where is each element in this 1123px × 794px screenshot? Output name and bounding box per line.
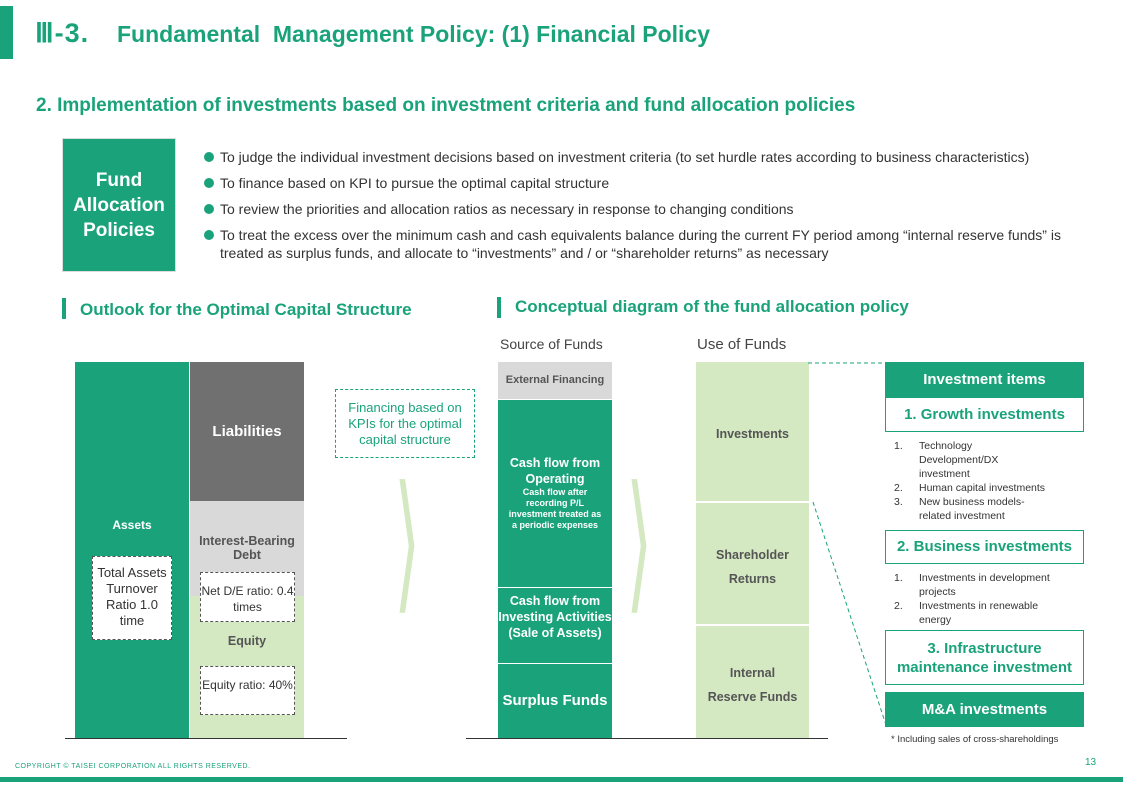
list-item: 3. New business models-related investment bbox=[894, 495, 1069, 523]
investment-items-label: Investment items bbox=[923, 371, 1046, 388]
external-financing-block: External Financing bbox=[498, 362, 612, 399]
operating-cashflow-title: Cash flow from Operating bbox=[509, 456, 601, 486]
ma-investments-label: M&A investments bbox=[921, 701, 1048, 718]
liabilities-label: Liabilities bbox=[212, 423, 282, 440]
policy-bullet: To treat the excess over the minimum cas… bbox=[204, 226, 1104, 262]
list-item: 1. Technology Development/DX investment bbox=[894, 439, 1069, 481]
page-title: Fundamental Management Policy: (1) Finan… bbox=[117, 21, 711, 47]
capital-heading-bar bbox=[62, 298, 66, 319]
fund-allocation-box: Fund Allocation Policies bbox=[62, 138, 176, 272]
source-of-funds-label: Source of Funds bbox=[500, 336, 603, 352]
equity-ratio-text: Equity ratio: 40% bbox=[202, 678, 293, 692]
chevron-right-icon: ⟩ bbox=[394, 455, 421, 629]
assets-column: Assets bbox=[75, 362, 189, 738]
list-item-number: 2. bbox=[894, 600, 903, 612]
equity-ratio-note: Equity ratio: 40% bbox=[200, 666, 295, 715]
fund-diagram-heading: Conceptual diagram of the fund allocatio… bbox=[515, 297, 909, 316]
shareholder-returns-block: Shareholder Returns bbox=[696, 502, 809, 624]
list-item: 2. Human capital investments bbox=[894, 481, 1069, 495]
investing-cashflow-block: Cash flow from Investing Activities (Sal… bbox=[498, 588, 612, 663]
turnover-note: Total Assets Turnover Ratio 1.0 time bbox=[92, 556, 172, 640]
investments-label: Investments bbox=[716, 427, 789, 441]
list-item: 1. Investments in development projects bbox=[894, 571, 1069, 599]
equity-label: Equity bbox=[227, 634, 267, 648]
assets-label: Assets bbox=[112, 518, 152, 532]
connector-lines bbox=[808, 362, 887, 726]
section-number: Ⅲ-3. bbox=[35, 18, 90, 48]
list-item-number: 3. bbox=[894, 496, 903, 508]
policy-bullet-list: To judge the individual investment decis… bbox=[204, 148, 1104, 270]
surplus-funds-block: Surplus Funds bbox=[498, 664, 612, 738]
internal-reserve-block: Internal Reserve Funds bbox=[696, 625, 809, 738]
infrastructure-investment-box: 3. Infrastructure maintenance investment bbox=[885, 630, 1084, 685]
growth-investments-list: 1. Technology Development/DX investment 2… bbox=[894, 439, 1069, 523]
growth-investments-box: 1. Growth investments bbox=[885, 397, 1084, 432]
fund-baseline bbox=[466, 738, 828, 739]
list-item-number: 1. bbox=[894, 440, 903, 452]
header-accent-bar bbox=[0, 6, 13, 59]
capital-structure-heading: Outlook for the Optimal Capital Structur… bbox=[80, 300, 412, 319]
footer-line bbox=[0, 777, 1123, 782]
list-item-text: New business models-related investment bbox=[919, 496, 1025, 522]
list-item-text: Technology Development/DX investment bbox=[919, 440, 999, 480]
investing-cashflow-label: Cash flow from Investing Activities (Sal… bbox=[498, 594, 612, 640]
de-ratio-text: Net D/E ratio: 0.4 times bbox=[201, 584, 294, 614]
policy-bullet: To finance based on KPI to pursue the op… bbox=[204, 174, 1104, 192]
business-investments-list: 1. Investments in development projects 2.… bbox=[894, 571, 1069, 627]
turnover-note-text: Total Assets Turnover Ratio 1.0 time bbox=[97, 565, 167, 628]
liabilities-block: Liabilities bbox=[190, 362, 304, 501]
business-investments-box: 2. Business investments bbox=[885, 530, 1084, 564]
policy-bullet: To review the priorities and allocation … bbox=[204, 200, 1104, 218]
financing-note: Financing based on KPIs for the optimal … bbox=[335, 389, 475, 458]
list-item: 2. Investments in renewable energy bbox=[894, 599, 1069, 627]
infrastructure-investment-label: 3. Infrastructure maintenance investment bbox=[896, 640, 1073, 676]
investments-block: Investments bbox=[696, 362, 809, 501]
chevron-right-icon: ⟩ bbox=[626, 455, 653, 629]
investment-items-header: Investment items bbox=[885, 362, 1084, 397]
capital-baseline bbox=[65, 738, 347, 739]
surplus-funds-label: Surplus Funds bbox=[502, 692, 608, 709]
financing-note-text: Financing based on KPIs for the optimal … bbox=[348, 400, 462, 447]
shareholder-returns-label: Shareholder Returns bbox=[716, 548, 789, 586]
fund-allocation-label: Fund Allocation Policies bbox=[73, 169, 165, 241]
fund-diagram-heading-bar bbox=[497, 297, 501, 318]
use-of-funds-label: Use of Funds bbox=[697, 336, 787, 353]
growth-investments-label: 1. Growth investments bbox=[904, 406, 1065, 423]
operating-cashflow-note: Cash flow after recording P/L investment… bbox=[508, 487, 602, 530]
list-item-number: 2. bbox=[894, 482, 903, 494]
page-subtitle: 2. Implementation of investments based o… bbox=[36, 95, 856, 116]
ma-investments-box: M&A investments bbox=[885, 692, 1084, 727]
page-number: 13 bbox=[1085, 757, 1097, 768]
business-investments-label: 2. Business investments bbox=[896, 538, 1073, 555]
footnote: * Including sales of cross-shareholdings bbox=[891, 734, 1059, 745]
list-item-text: Investments in renewable energy bbox=[919, 600, 1039, 626]
external-financing-label: External Financing bbox=[505, 374, 605, 386]
list-item-number: 1. bbox=[894, 572, 903, 584]
internal-reserve-label: Internal Reserve Funds bbox=[707, 666, 798, 704]
list-item-text: Investments in development projects bbox=[919, 572, 1050, 598]
de-ratio-note: Net D/E ratio: 0.4 times bbox=[200, 572, 295, 622]
interest-bearing-debt-label: Interest-Bearing Debt bbox=[199, 534, 295, 562]
list-item-text: Human capital investments bbox=[919, 482, 1046, 494]
copyright: COPYRIGHT © TAISEI CORPORATION ALL RIGHT… bbox=[15, 763, 251, 770]
policy-bullet: To judge the individual investment decis… bbox=[204, 148, 1104, 166]
operating-cashflow-block: Cash flow from Operating Cash flow after… bbox=[498, 400, 612, 587]
